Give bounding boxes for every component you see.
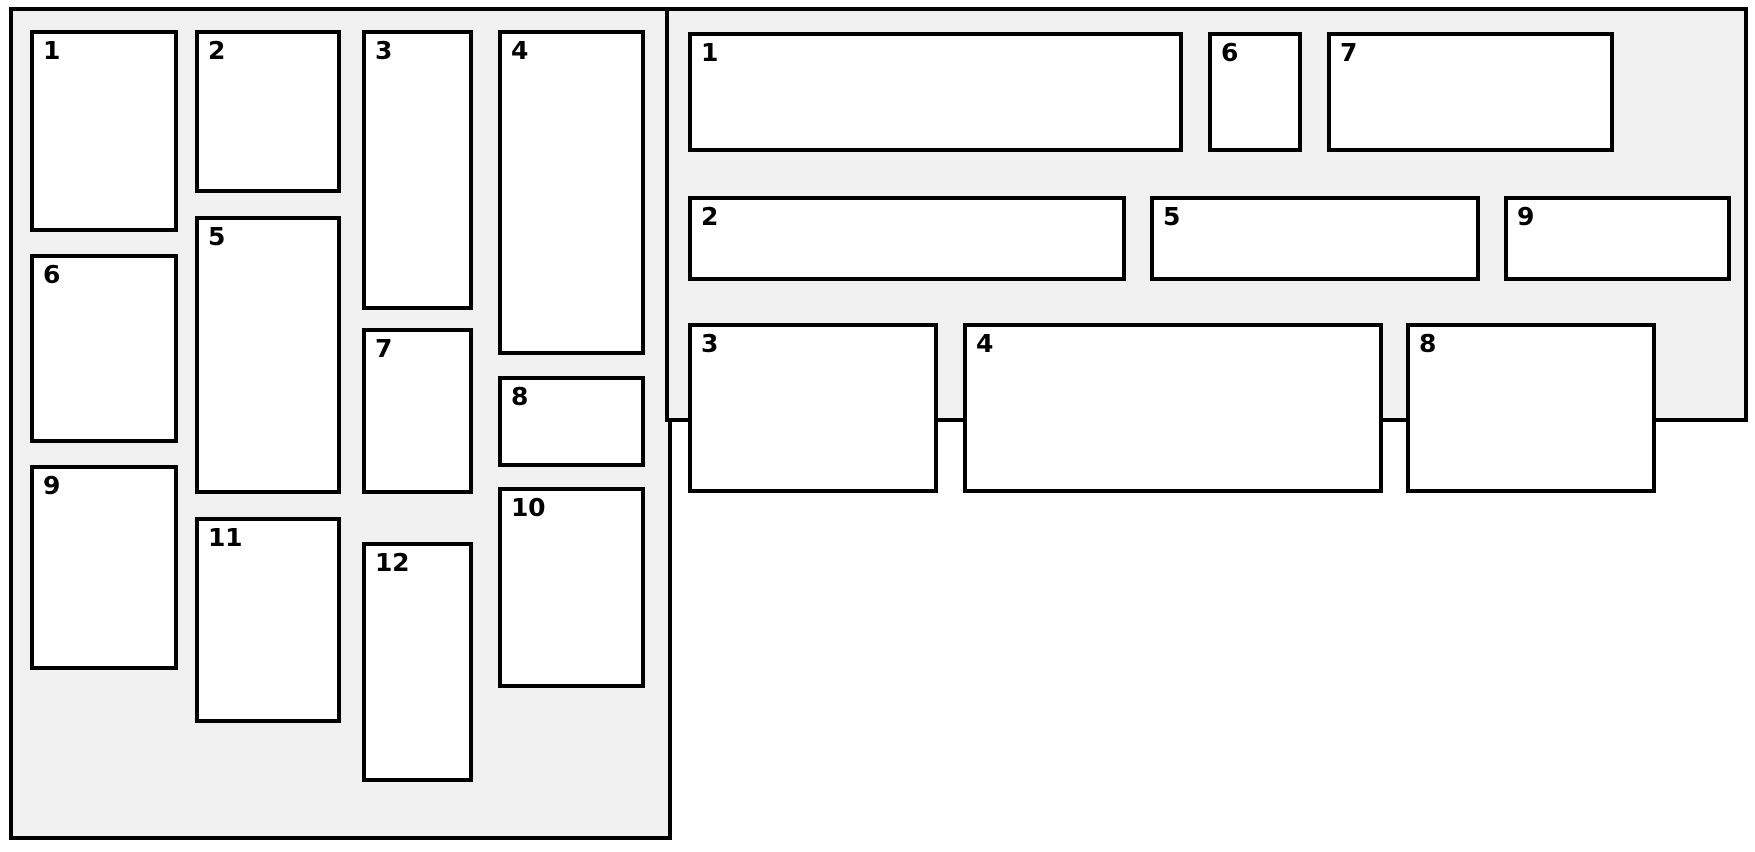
- block-3[interactable]: 3: [362, 30, 473, 310]
- block-label: 9: [1517, 202, 1535, 231]
- block-label: 6: [43, 260, 61, 289]
- block-2[interactable]: 2: [688, 196, 1126, 281]
- block-label: 10: [511, 493, 546, 522]
- block-label: 8: [1419, 329, 1437, 358]
- block-11[interactable]: 11: [195, 517, 341, 723]
- block-8[interactable]: 8: [1406, 323, 1656, 493]
- block-5[interactable]: 5: [1150, 196, 1480, 281]
- block-2[interactable]: 2: [195, 30, 341, 193]
- block-label: 3: [375, 36, 393, 65]
- block-5[interactable]: 5: [195, 216, 341, 494]
- block-label: 2: [701, 202, 719, 231]
- block-1[interactable]: 1: [30, 30, 178, 232]
- block-10[interactable]: 10: [498, 487, 645, 688]
- block-label: 4: [511, 36, 529, 65]
- block-label: 1: [43, 36, 61, 65]
- block-label: 2: [208, 36, 226, 65]
- block-label: 7: [1340, 38, 1358, 67]
- block-4[interactable]: 4: [498, 30, 645, 355]
- block-label: 5: [208, 222, 226, 251]
- block-3[interactable]: 3: [688, 323, 938, 493]
- block-label: 9: [43, 471, 61, 500]
- block-1[interactable]: 1: [688, 32, 1183, 152]
- block-9[interactable]: 9: [1504, 196, 1731, 281]
- block-label: 6: [1221, 38, 1239, 67]
- block-label: 7: [375, 334, 393, 363]
- block-label: 5: [1163, 202, 1181, 231]
- block-9[interactable]: 9: [30, 465, 178, 670]
- block-label: 11: [208, 523, 243, 552]
- block-label: 8: [511, 382, 529, 411]
- block-7[interactable]: 7: [362, 328, 473, 494]
- block-6[interactable]: 6: [30, 254, 178, 443]
- block-8[interactable]: 8: [498, 376, 645, 467]
- block-label: 3: [701, 329, 719, 358]
- block-label: 1: [701, 38, 719, 67]
- block-12[interactable]: 12: [362, 542, 473, 782]
- block-6[interactable]: 6: [1208, 32, 1302, 152]
- block-4[interactable]: 4: [963, 323, 1383, 493]
- block-7[interactable]: 7: [1327, 32, 1614, 152]
- block-label: 4: [976, 329, 994, 358]
- block-label: 12: [375, 548, 410, 577]
